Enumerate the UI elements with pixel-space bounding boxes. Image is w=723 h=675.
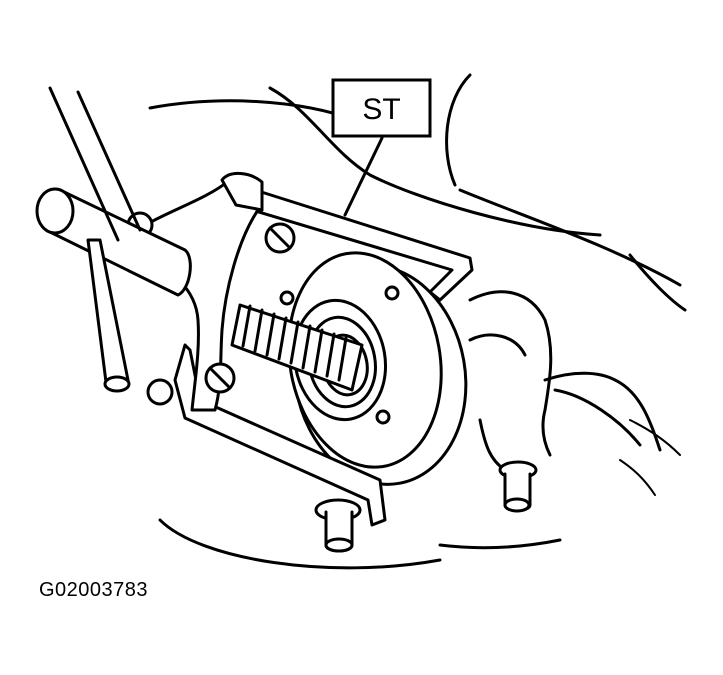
wheel-stud-lower — [314, 498, 362, 553]
callout-label: ST — [362, 93, 400, 126]
figure-code: G02003783 — [39, 579, 149, 601]
knuckle-housing — [468, 290, 681, 496]
t-handle — [35, 86, 192, 393]
puller-screw — [230, 303, 364, 392]
puller-jaw-upper — [250, 188, 474, 302]
puller-jaw-lower — [173, 343, 387, 527]
st-callout: ST — [331, 78, 432, 217]
vehicle-body-outline — [148, 73, 687, 570]
wheel-stud-right — [498, 460, 538, 513]
